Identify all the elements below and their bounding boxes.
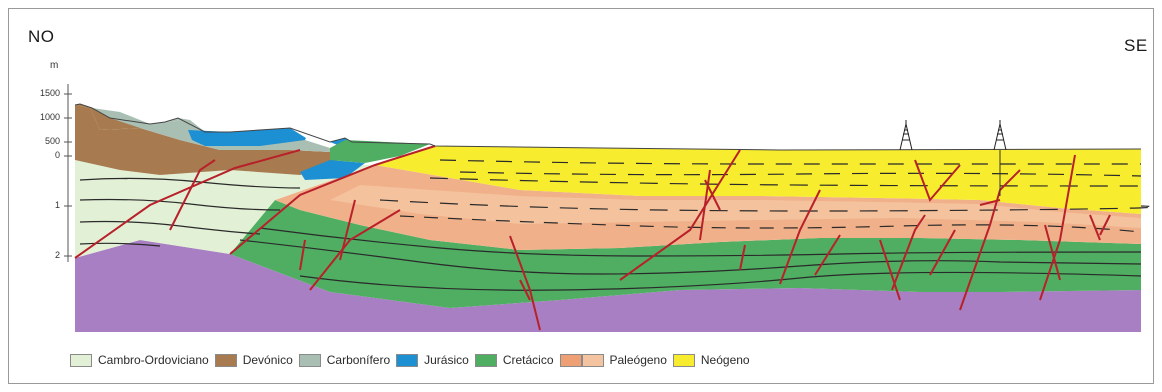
legend-item-carbonifero: Carbonífero [299,353,390,367]
legend-swatch [215,354,237,367]
legend-label: Cretácico [503,353,554,367]
legend-item-neogeno: Neógeno [673,353,750,367]
legend-item-devonico: Devónico [215,353,293,367]
legend-label: Jurásico [424,353,469,367]
legend-swatch [70,354,92,367]
legend-label: Carbonífero [327,353,390,367]
legend: Cambro-Ordoviciano Devónico Carbonífero … [70,349,756,371]
legend-label: Devónico [243,353,293,367]
depth-axis [64,84,72,262]
legend-swatch-pair [560,354,604,367]
legend-item-cretacico: Cretácico [475,353,554,367]
legend-swatch [673,354,695,367]
legend-label: Paleógeno [610,353,667,367]
legend-item-cambro-ordoviciano: Cambro-Ordoviciano [70,353,209,367]
legend-swatch [299,354,321,367]
legend-swatch [396,354,418,367]
legend-swatch [560,354,582,367]
oil-derrick-icon [900,120,912,150]
legend-label: Neógeno [701,353,750,367]
legend-swatch [582,354,604,367]
legend-item-paleogeno: Paleógeno [560,353,667,367]
legend-label: Cambro-Ordoviciano [98,353,209,367]
legend-swatch [475,354,497,367]
legend-item-jurasico: Jurásico [396,353,469,367]
